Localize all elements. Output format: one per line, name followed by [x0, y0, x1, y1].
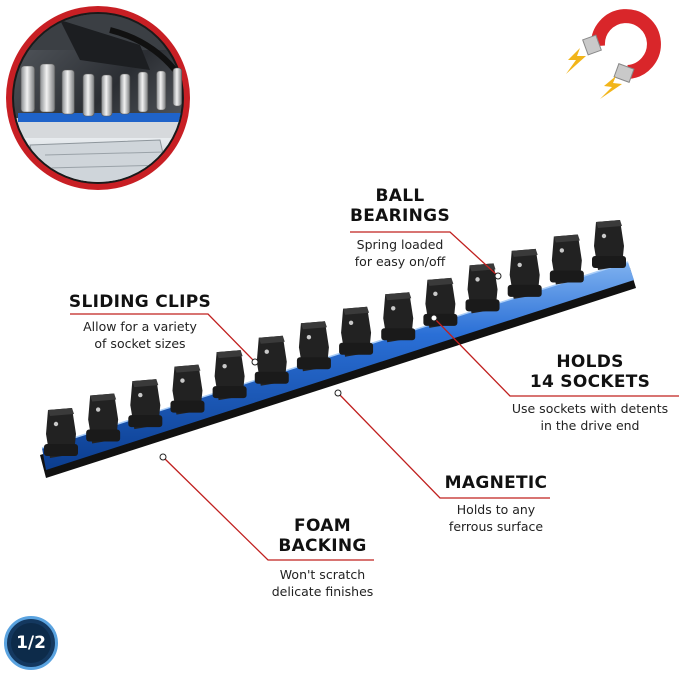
socket-rail — [40, 220, 636, 478]
inset-photo — [6, 6, 190, 190]
callout-title: FOAM BACKING — [278, 516, 367, 556]
clip — [507, 248, 542, 299]
lightning-icon — [566, 48, 622, 99]
callout-title: MAGNETIC — [444, 473, 548, 493]
clip — [128, 379, 163, 430]
inset-socket — [20, 65, 35, 113]
callout-holds-sockets: HOLDS 14 SOCKETS Use sockets with detent… — [505, 352, 675, 434]
clip — [465, 263, 500, 314]
sliding-clips — [44, 220, 626, 458]
inset-socket — [137, 71, 149, 113]
inset-socket — [39, 63, 56, 113]
clip — [170, 364, 205, 415]
callout-desc: Allow for a variety of socket sizes — [83, 319, 197, 351]
callout-desc: Spring loaded for easy on/off — [354, 237, 446, 269]
callout-ball-bearings: BALL BEARINGS Spring loaded for easy on/… — [340, 186, 460, 270]
clip — [592, 220, 626, 270]
callout-title: HOLDS 14 SOCKETS — [529, 352, 651, 392]
clip — [423, 277, 458, 328]
clip — [44, 408, 78, 458]
callout-desc: Use sockets with detents in the drive en… — [511, 401, 669, 433]
clip — [339, 306, 374, 357]
clip — [254, 335, 289, 386]
clip — [212, 350, 247, 401]
inset-socket — [101, 74, 113, 117]
inset-socket — [172, 67, 182, 107]
clip — [381, 292, 416, 343]
callout-dots — [159, 272, 502, 461]
clip — [296, 321, 331, 372]
badge-inner: 1/2 — [11, 623, 51, 663]
clip — [86, 393, 121, 444]
callout-desc: Holds to any ferrous surface — [448, 502, 544, 534]
inset-socket — [119, 73, 131, 115]
callout-sliding-clips: SLIDING CLIPS Allow for a variety of soc… — [55, 292, 225, 352]
clip — [549, 234, 584, 285]
callout-title: BALL BEARINGS — [350, 186, 450, 226]
callout-foam-backing: FOAM BACKING Won't scratch delicate fini… — [260, 516, 385, 600]
drive-size-badge-icon: 1/2 — [4, 616, 58, 670]
callout-desc: Won't scratch delicate finishes — [271, 567, 374, 599]
badge-label: 1/2 — [16, 633, 46, 653]
callout-title: SLIDING CLIPS — [68, 292, 212, 312]
magnet-icon — [582, 9, 661, 83]
inset-socket — [61, 69, 75, 115]
callout-lines — [70, 231, 679, 561]
callout-magnetic: MAGNETIC Holds to any ferrous surface — [436, 473, 556, 535]
inset-sockets — [20, 63, 182, 117]
inset-socket — [156, 70, 167, 111]
inset-socket — [82, 73, 95, 117]
